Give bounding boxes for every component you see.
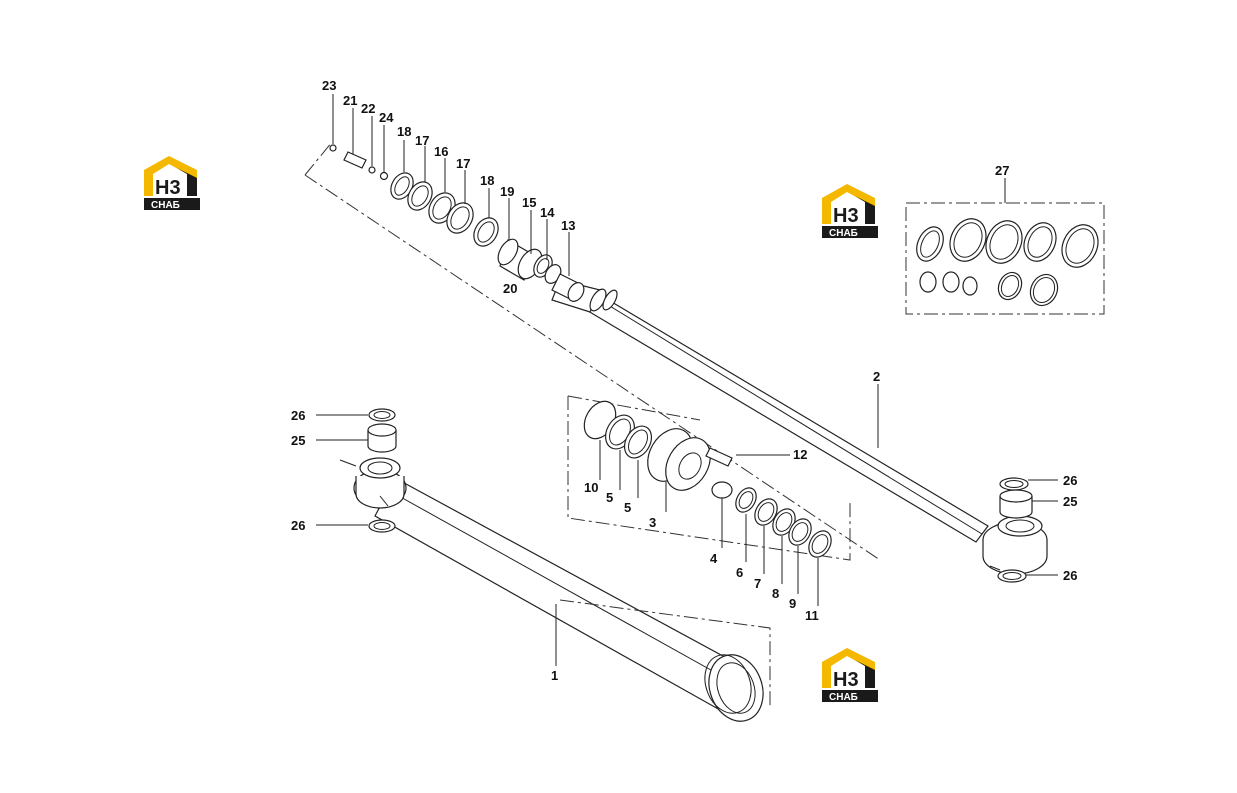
base-eye-bushings	[367, 408, 397, 533]
callout-27: 27	[995, 163, 1009, 178]
logo-watermark-left: H3 СНАБ	[141, 154, 203, 210]
callout-19: 19	[500, 184, 514, 199]
rod-eye	[982, 515, 1048, 575]
callouts: 23 21 22 24 18 17 16 17 18 19 15 14 13 2…	[291, 78, 1077, 683]
callout-4: 4	[710, 551, 718, 566]
logo-letters: H3	[155, 177, 181, 199]
callout-17: 17	[415, 133, 429, 148]
callout-12: 12	[793, 447, 807, 462]
piston-assembly	[567, 395, 851, 561]
callout-18: 18	[480, 173, 494, 188]
logo-letters: H3	[833, 669, 859, 691]
callout-2: 2	[873, 369, 880, 384]
logo-sub: СНАБ	[829, 692, 858, 702]
callout-8: 8	[772, 586, 779, 601]
callout-6: 6	[736, 565, 743, 580]
logo-sub: СНАБ	[151, 200, 180, 210]
callout-22: 22	[361, 101, 375, 116]
callout-25: 25	[1063, 494, 1077, 509]
callout-24: 24	[379, 110, 394, 125]
callout-10: 10	[584, 480, 598, 495]
callout-23: 23	[322, 78, 336, 93]
callout-15: 15	[522, 195, 536, 210]
callout-26: 26	[1063, 568, 1077, 583]
seal-kit	[905, 202, 1105, 315]
rod-assembly-boundary	[304, 141, 881, 561]
callout-5: 5	[624, 500, 631, 515]
callout-5: 5	[606, 490, 613, 505]
logo-watermark-middle: H3 СНАБ	[819, 182, 881, 238]
callout-26: 26	[1063, 473, 1077, 488]
callout-17: 17	[456, 156, 470, 171]
rod-seal-parts	[329, 144, 585, 302]
callout-11: 11	[805, 608, 819, 623]
rod-eye-bushings	[997, 477, 1033, 583]
callout-1: 1	[551, 668, 558, 683]
callout-13: 13	[561, 218, 575, 233]
callout-25: 25	[291, 433, 305, 448]
logo-watermark-bottom: H3 СНАБ	[819, 646, 881, 702]
callout-18: 18	[397, 124, 411, 139]
callout-9: 9	[789, 596, 796, 611]
cylinder-barrel	[339, 457, 771, 722]
callout-16: 16	[434, 144, 448, 159]
callout-26: 26	[291, 408, 305, 423]
callout-26: 26	[291, 518, 305, 533]
callout-14: 14	[540, 205, 555, 220]
callout-21: 21	[343, 93, 357, 108]
logo-letters: H3	[833, 205, 859, 227]
callout-7: 7	[754, 576, 761, 591]
leader-lines	[316, 94, 1058, 666]
callout-20: 20	[503, 281, 517, 296]
logo-sub: СНАБ	[829, 228, 858, 238]
callout-3: 3	[649, 515, 656, 530]
